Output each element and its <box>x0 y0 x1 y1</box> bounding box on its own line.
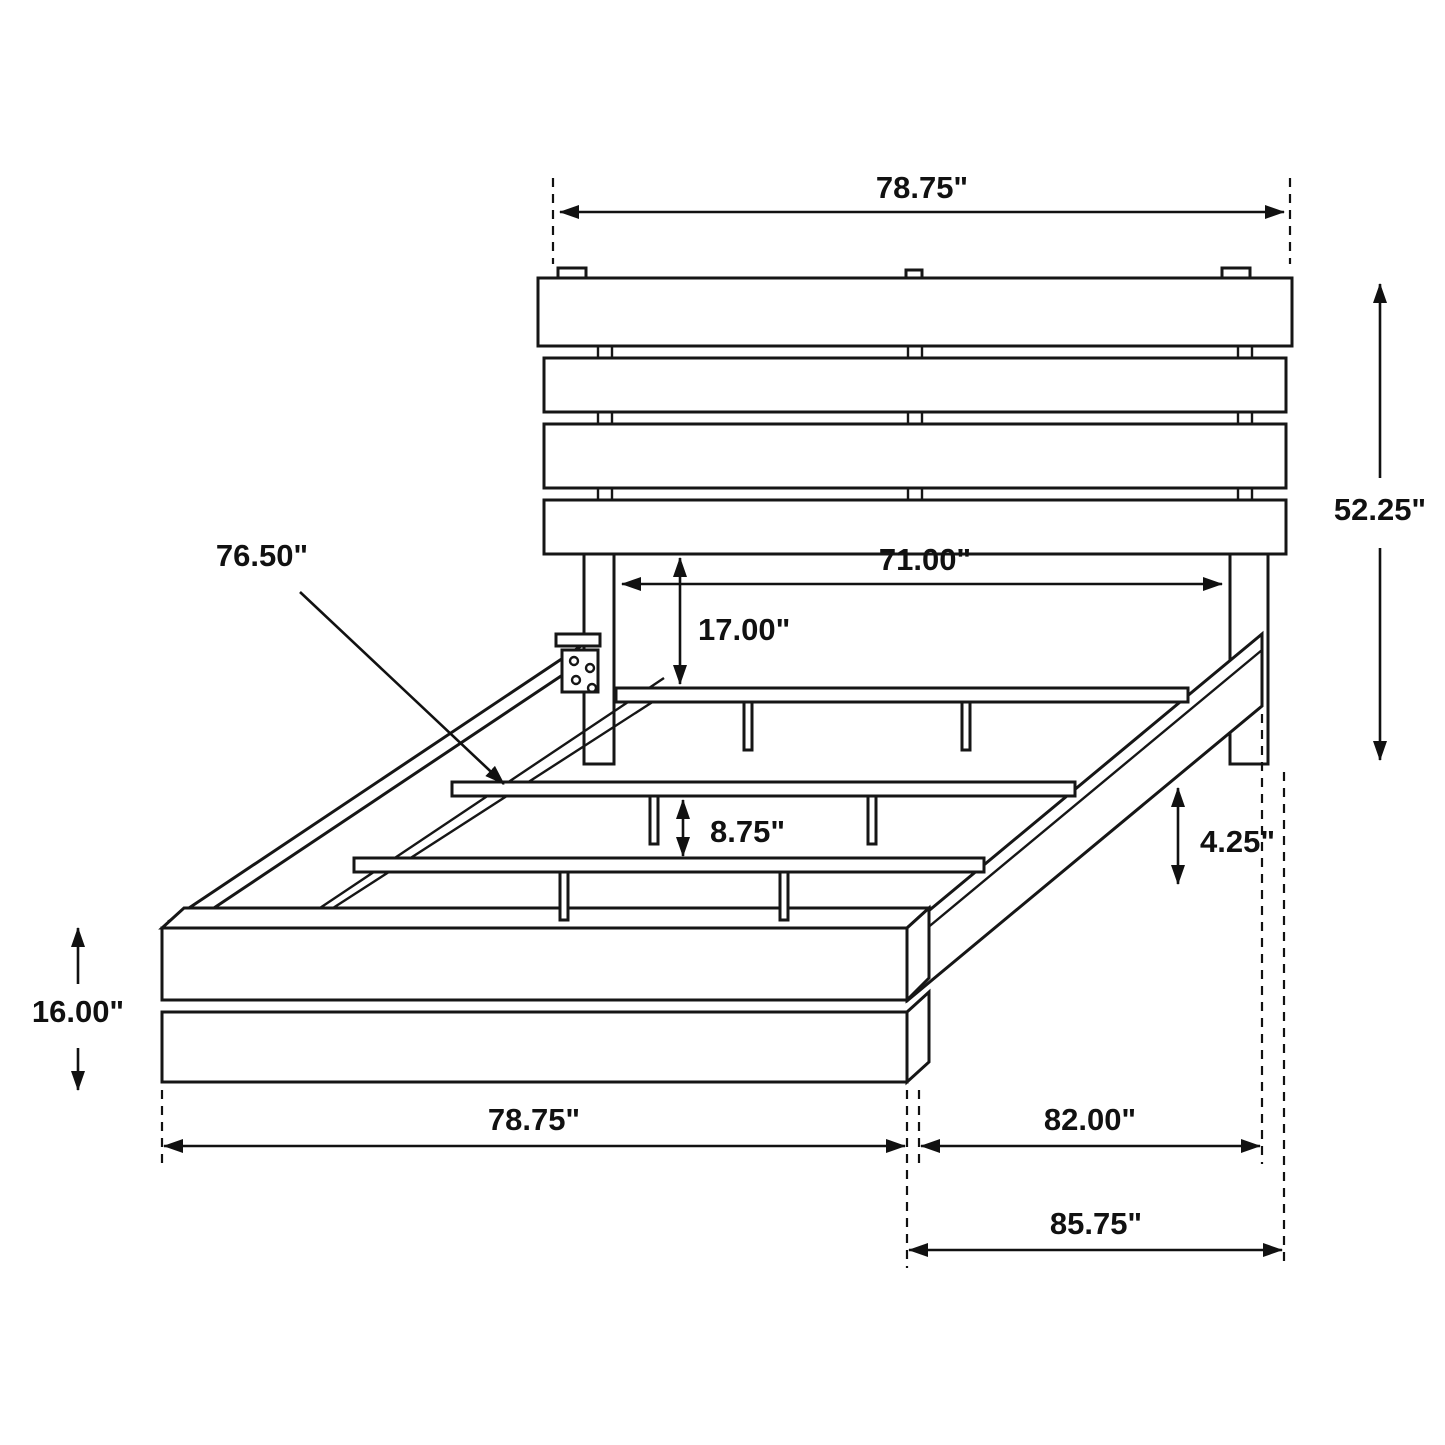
headboard-plank-2 <box>542 356 1288 414</box>
bed-drawing <box>158 266 1294 1086</box>
dim-label-headboard-width: 78.75" <box>876 170 968 205</box>
slat-2-leg <box>648 794 660 846</box>
dim-label-leg-clearance: 17.00" <box>698 612 790 647</box>
dim-frame-length: 82.00" <box>920 1102 1261 1153</box>
headboard-tab-center <box>904 268 924 280</box>
slat-3-leg <box>778 870 790 922</box>
side-rails <box>167 632 669 938</box>
dim-label-overall-length: 85.75" <box>1050 1206 1142 1241</box>
dim-label-footboard-height: 16.00" <box>32 994 124 1029</box>
headboard-plank-1 <box>536 276 1294 348</box>
slat-2-leg <box>866 794 878 846</box>
slats <box>352 686 1190 922</box>
bracket-bolt-hole <box>570 674 582 686</box>
center-rail-top-edge <box>289 677 665 929</box>
dim-rail-height: 4.25" <box>1171 787 1275 885</box>
dimension-annotations: 78.75" 52.25" 76.50" 71.00" 17.00" 8.75" <box>32 170 1426 1268</box>
dim-overall-length: 85.75" <box>908 1206 1283 1257</box>
bracket-plate-top <box>554 632 602 648</box>
right-rail-edge-line <box>907 649 1263 945</box>
dim-inner-width: 71.00" <box>621 542 1223 591</box>
bracket-bolt-hole <box>568 655 580 667</box>
dim-footboard-width: 78.75" <box>163 1102 906 1153</box>
dim-slat-gap: 8.75" <box>676 799 785 857</box>
slat-1-leg <box>960 700 972 752</box>
dim-label-rail-height: 4.25" <box>1200 824 1275 859</box>
headboard <box>536 266 1294 556</box>
center-rail-bottom-edge <box>301 690 669 930</box>
slat-1 <box>614 686 1190 704</box>
dim-label-headboard-height: 52.25" <box>1334 492 1426 527</box>
rail-bracket <box>554 632 602 694</box>
dim-headboard-height: 52.25" <box>1334 283 1426 761</box>
left-rail-top-edge <box>167 638 591 924</box>
footboard-plank-lower <box>160 1010 909 1084</box>
headboard-plank-4 <box>542 498 1288 556</box>
slat-1-leg <box>742 700 754 752</box>
bracket-bolt-hole <box>584 662 596 674</box>
dim-label-slat-length: 76.50" <box>216 538 308 573</box>
dim-slat-length: 76.50" <box>216 538 505 785</box>
extension-lines <box>160 178 1292 1268</box>
footboard-top-face <box>158 906 933 930</box>
headboard-tab-left <box>556 266 588 280</box>
leader-arrow-slat-length <box>299 591 505 785</box>
dim-label-inner-width: 71.00" <box>879 542 971 577</box>
headboard-gap-posts <box>596 346 1254 500</box>
bracket-bolt-hole <box>586 682 598 694</box>
slat-3-leg <box>558 870 570 922</box>
dim-headboard-width: 78.75" <box>559 170 1285 219</box>
dim-label-frame-length: 82.00" <box>1044 1102 1136 1137</box>
footboard-plank-upper <box>160 926 909 1002</box>
dim-label-slat-gap: 8.75" <box>710 814 785 849</box>
left-rail-bottom-edge <box>171 652 595 938</box>
dim-leg-clearance: 17.00" <box>673 557 790 685</box>
dim-footboard-height: 16.00" <box>32 927 124 1091</box>
dim-label-footboard-width: 78.75" <box>488 1102 580 1137</box>
footboard-end-face-upper <box>905 904 931 1004</box>
slat-2 <box>450 780 1077 798</box>
footboard-end-face-lower <box>905 988 931 1086</box>
footboard <box>158 904 933 1086</box>
headboard-tab-right <box>1220 266 1252 280</box>
headboard-plank-3 <box>542 422 1288 490</box>
slat-3 <box>352 856 986 874</box>
